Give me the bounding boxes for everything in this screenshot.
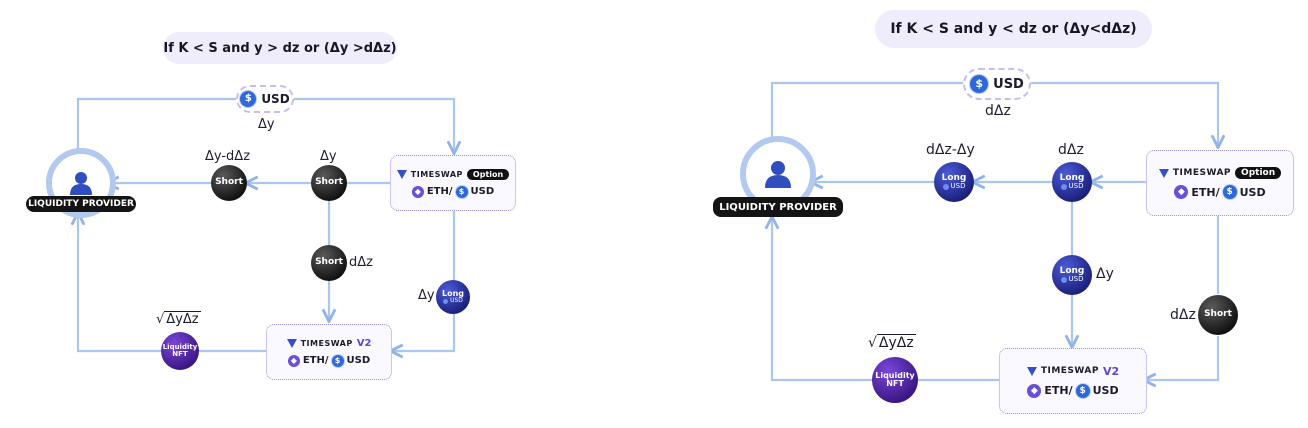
long-a-amount: dΔz-Δy [926, 142, 975, 158]
usd-mini-icon [443, 298, 449, 304]
long-token-a: Long USD [934, 162, 974, 202]
timeswap-logo-icon [396, 169, 407, 179]
right-diagram: If K < S and y < dz or (Δy<dΔz) $ USD dΔ… [660, 0, 1308, 428]
user-icon [70, 172, 92, 195]
long-token-b: Long USD [1052, 162, 1092, 202]
condition-pill: If K < S and y < dz or (Δy<dΔz) [875, 10, 1152, 48]
option-pair-eth: ETH/ [1191, 185, 1220, 199]
short-token-b: Short [311, 165, 347, 201]
usd-coin-icon: $ [240, 91, 257, 107]
long-token-c-sub: USD [1068, 275, 1084, 284]
short-b-amount: Δy [320, 149, 337, 164]
timeswap-logo-icon [1158, 168, 1169, 178]
v2-badge: V2 [356, 337, 372, 349]
long-token-a-sub: USD [950, 182, 966, 191]
condition-pill: If K < S and y > dz or (Δy >dΔz) [163, 32, 397, 64]
long-token: Long USD [436, 280, 470, 314]
user-icon [765, 161, 791, 188]
short-token-b-label: Short [315, 177, 343, 188]
usd-amount-label: Δy [258, 117, 275, 132]
usd-coin-icon: $ [1222, 185, 1237, 199]
short-token-a: Short [211, 165, 247, 201]
timeswap-logo-icon [1026, 366, 1037, 376]
long-amount: Δy [418, 288, 435, 303]
eth-icon: ◆ [1174, 185, 1189, 199]
nft-amount: √ΔyΔz [156, 311, 201, 327]
v2-badge: V2 [1103, 364, 1120, 378]
usd-coin-icon: $ [1075, 383, 1090, 398]
usd-coin-icon: $ [970, 75, 989, 93]
short-token-c-label: Short [315, 257, 343, 268]
usd-pill: $ USD [236, 85, 294, 113]
usd-mini-icon [942, 183, 949, 190]
short-c-amount: dΔz [349, 255, 373, 270]
left-diagram: If K < S and y > dz or (Δy >dΔz) $ USD Δ… [26, 32, 516, 380]
usd-pill: $ USD [963, 68, 1031, 100]
liquidity-nft-token: Liquidity NFT [161, 332, 199, 370]
nft-line2: NFT [172, 350, 188, 358]
eth-icon: ◆ [411, 185, 424, 198]
liquidity-provider-label: LIQUIDITY PROVIDER [713, 197, 843, 217]
option-badge: Option [1235, 167, 1282, 179]
timeswap-v2-box: TIMESWAP V2 ◆ ETH/ $ USD [266, 324, 392, 380]
long-b-amount: dΔz [1058, 142, 1084, 158]
usd-coin-icon: $ [331, 354, 344, 367]
option-brand: TIMESWAP [410, 169, 463, 179]
option-pair-eth: ETH/ [426, 186, 453, 197]
nft-line2: NFT [886, 379, 904, 388]
option-pair-usd: USD [470, 186, 495, 197]
liquidity-provider-label: LIQUIDITY PROVIDER [26, 196, 136, 212]
long-token-c: Long USD [1052, 255, 1092, 295]
short-token-c: Short [311, 245, 347, 281]
v2-pair-eth: ETH/ [302, 355, 329, 366]
long-token-b-sub: USD [1068, 182, 1084, 191]
long-token-b-label: Long [1059, 172, 1085, 183]
short-amount: dΔz [1170, 307, 1196, 323]
long-c-amount: Δy [1096, 266, 1114, 282]
nft-line1: Liquidity [162, 342, 198, 351]
nft-amount: √ΔyΔz [868, 334, 916, 351]
nft-amount-radicand: ΔyΔz [164, 311, 201, 327]
usd-mini-icon [1060, 276, 1067, 283]
short-token-a-label: Short [215, 177, 243, 188]
usd-coin-icon: $ [455, 185, 468, 198]
v2-brand: TIMESWAP [1040, 366, 1099, 376]
usd-label: USD [993, 76, 1024, 92]
eth-icon: ◆ [287, 354, 300, 367]
long-token-sub: USD [450, 297, 463, 305]
usd-amount-label: dΔz [985, 103, 1011, 119]
timeswap-logo-icon [286, 338, 297, 348]
timeswap-v2-box: TIMESWAP V2 ◆ ETH/ $ USD [999, 348, 1147, 414]
option-badge: Option [466, 168, 510, 180]
v2-pair-eth: ETH/ [1044, 384, 1073, 397]
usd-mini-icon [1060, 183, 1067, 190]
usd-label: USD [261, 92, 290, 106]
nft-amount-radicand: ΔyΔz [876, 334, 916, 351]
option-brand: TIMESWAP [1172, 168, 1232, 178]
short-token: Short [1198, 295, 1238, 335]
long-token-a-label: Long [941, 172, 967, 183]
option-pair-usd: USD [1239, 185, 1266, 199]
short-token-label: Short [1204, 309, 1232, 320]
long-token-label: Long [441, 288, 464, 298]
liquidity-nft-token: Liquidity NFT [872, 357, 918, 403]
timeswap-option-box: TIMESWAP Option ◆ ETH/ $ USD [390, 155, 516, 211]
nft-line1: Liquidity [875, 370, 915, 380]
eth-icon: ◆ [1027, 383, 1042, 398]
long-token-c-label: Long [1059, 265, 1085, 276]
v2-pair-usd: USD [1092, 384, 1119, 397]
v2-brand: TIMESWAP [300, 338, 353, 348]
short-a-amount: Δy-dΔz [205, 149, 251, 164]
timeswap-option-box: TIMESWAP Option ◆ ETH/ $ USD [1146, 150, 1294, 216]
v2-pair-usd: USD [346, 355, 371, 366]
